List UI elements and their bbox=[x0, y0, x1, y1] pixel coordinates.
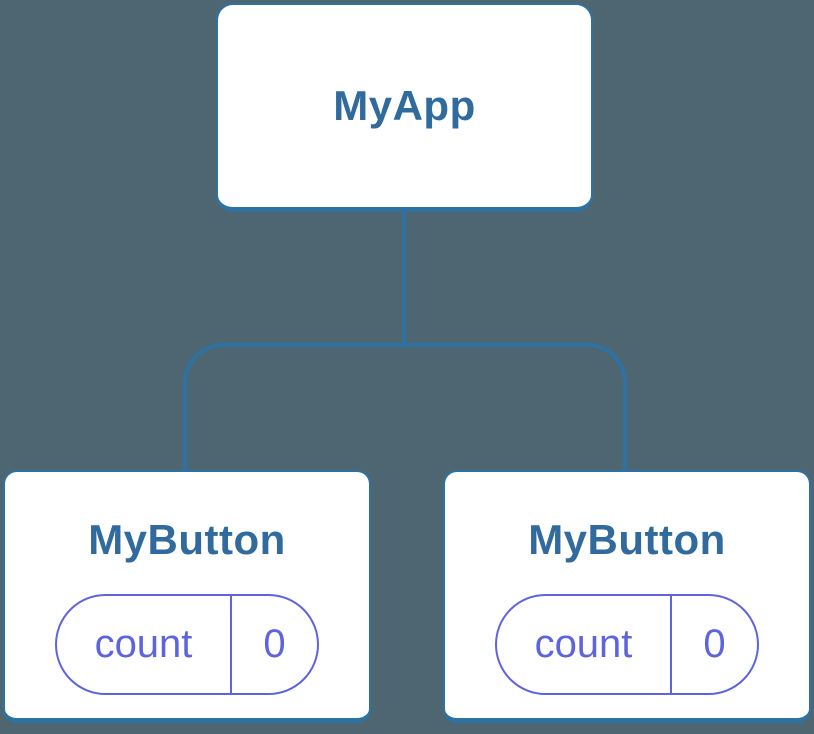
node-mybutton-2-label: MyButton bbox=[528, 516, 726, 563]
state-value: 0 bbox=[670, 596, 757, 693]
state-name: count bbox=[534, 622, 633, 666]
node-myapp-label: MyApp bbox=[333, 82, 476, 129]
node-mybutton-1: MyButton count 0 bbox=[3, 470, 371, 723]
node-myapp: MyApp bbox=[216, 3, 593, 212]
node-mybutton-1-label: MyButton bbox=[88, 516, 286, 563]
node-mybutton-2: MyButton count 0 bbox=[443, 470, 811, 723]
state-name: count bbox=[94, 622, 193, 666]
state-pill: count 0 bbox=[495, 594, 759, 695]
connector-branch-bracket bbox=[183, 343, 627, 470]
state-value: 0 bbox=[230, 596, 317, 693]
state-pill: count 0 bbox=[55, 594, 319, 695]
connector-trunk-line bbox=[402, 211, 406, 347]
